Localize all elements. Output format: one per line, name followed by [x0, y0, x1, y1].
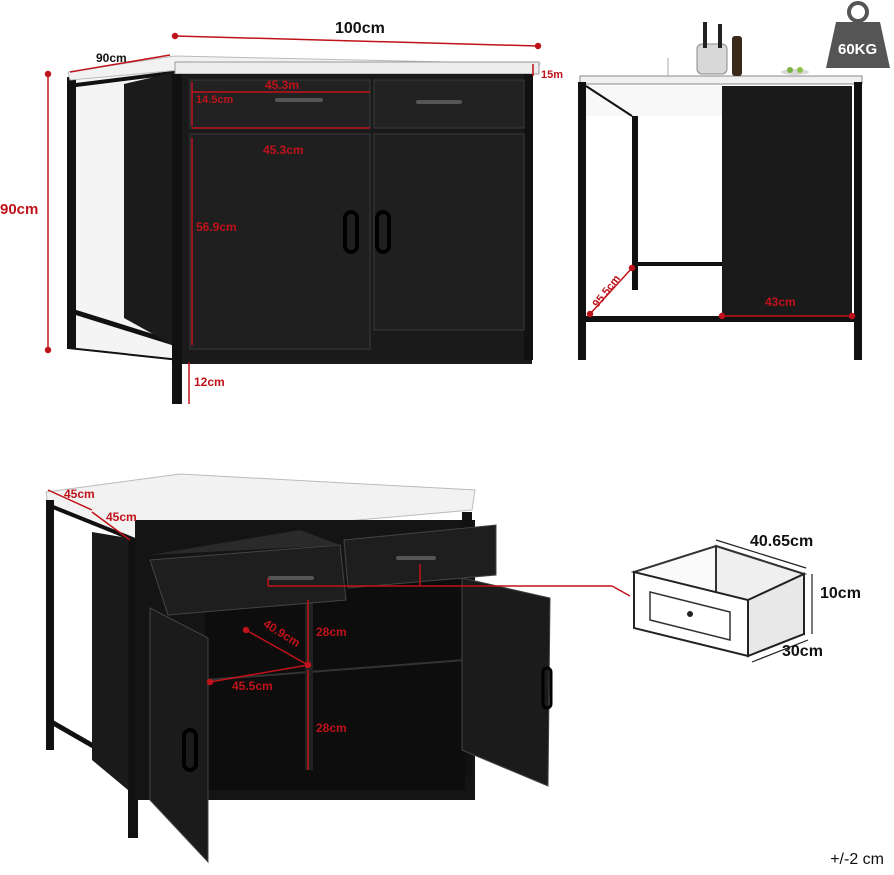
side-view-cabinet	[578, 22, 863, 360]
front-dimension-lines	[44, 32, 542, 404]
label-shelf-28a: 28cm	[316, 625, 347, 639]
label-depth-45b: 45cm	[106, 510, 137, 524]
label-drawer-w: 40.65cm	[750, 533, 813, 550]
label-drawer-width-mid: 45.3cm	[263, 143, 304, 157]
label-shelf-28b: 28cm	[316, 721, 347, 735]
weight-icon	[826, 1, 890, 68]
label-shelf-width: 45.5cm	[232, 679, 273, 693]
tolerance-note: +/-2 cm	[830, 851, 884, 868]
label-depth-45a: 45cm	[64, 487, 95, 501]
label-weight: 60KG	[838, 41, 877, 58]
label-drawer-d: 30cm	[782, 643, 823, 660]
label-drawer-width-top: 45.3m	[265, 78, 299, 92]
label-drawer-h: 10cm	[820, 585, 861, 602]
label-drawer-height: 14.5cm	[196, 94, 234, 106]
side-dimension-lines	[586, 264, 856, 320]
front-view-cabinet	[67, 55, 542, 404]
label-width-100: 100cm	[335, 20, 385, 37]
open-dimension-lines	[47, 489, 631, 770]
label-depth-90: 90cm	[96, 51, 127, 65]
label-diag-95: 95.5cm	[591, 273, 624, 310]
label-height-90: 90cm	[0, 201, 38, 218]
drawer-detail-diagram	[630, 544, 808, 658]
label-side-43: 43cm	[765, 295, 796, 309]
label-leg-height: 12cm	[194, 375, 225, 389]
drawer-dimension-lines	[715, 539, 813, 663]
open-view-cabinet	[45, 473, 553, 864]
label-door-height: 56.9cm	[196, 220, 237, 234]
label-top-thickness: 15m	[541, 69, 563, 81]
